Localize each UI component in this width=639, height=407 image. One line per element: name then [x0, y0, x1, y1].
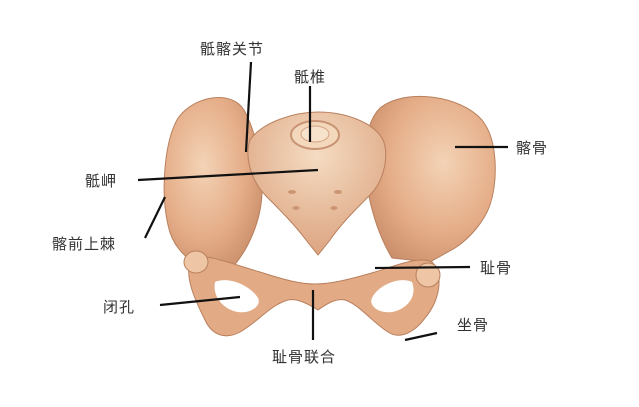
- label-anterior-superior-iliac-spine: 髂前上棘: [52, 235, 117, 253]
- left-ilium: [163, 97, 263, 269]
- label-ischium: 坐骨: [457, 316, 490, 334]
- leader-lines: [137, 61, 508, 342]
- label-sacral-vertebra: 骶椎: [294, 68, 327, 86]
- label-obturator-foramen: 闭孔: [103, 298, 136, 316]
- label-ilium: 髂骨: [516, 139, 549, 157]
- label-pubis: 耻骨: [480, 259, 513, 277]
- right-obturator-foramen: [371, 280, 414, 313]
- left-obturator-foramen: [214, 280, 259, 313]
- label-pubic-symphysis: 耻骨联合: [272, 348, 337, 366]
- sacrum: [247, 111, 387, 256]
- right-ilium: [364, 95, 496, 263]
- label-sacroiliac-joint: 骶髂关节: [200, 40, 265, 58]
- label-sacral-promontory: 骶岬: [85, 172, 118, 190]
